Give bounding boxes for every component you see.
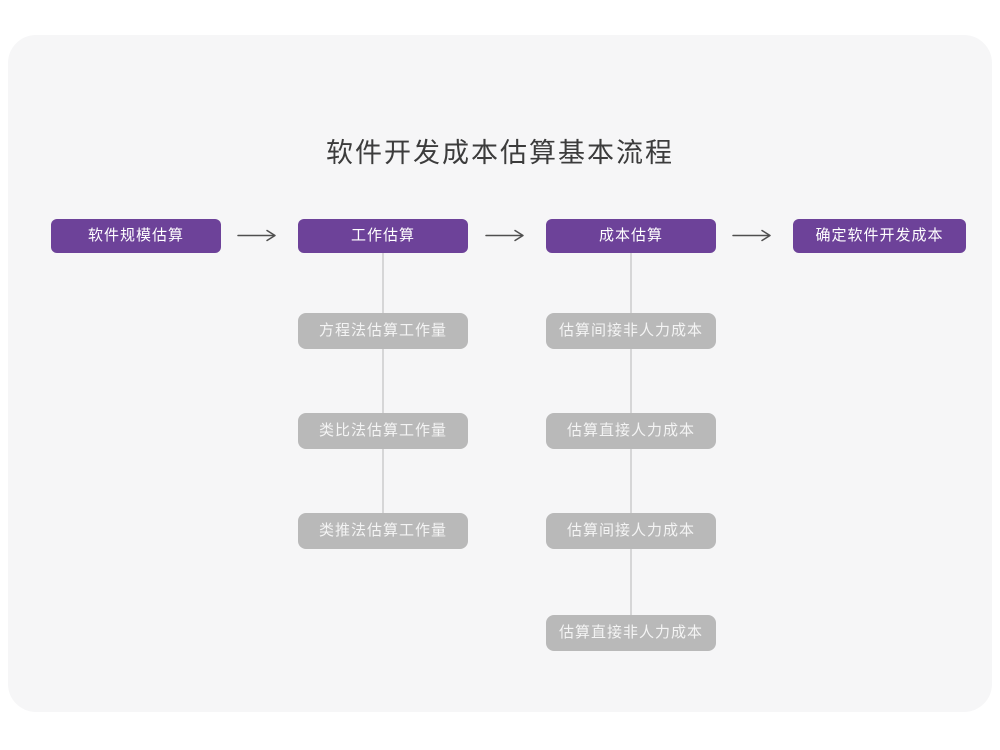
cost-box-direct-nonlabor: 估算直接非人力成本 <box>546 615 716 651</box>
connector-line-work-estimation <box>382 253 384 531</box>
method-box-extrapolation: 类推法估算工作量 <box>298 513 468 549</box>
cost-box-indirect-labor: 估算间接人力成本 <box>546 513 716 549</box>
cost-box-indirect-nonlabor: 估算间接非人力成本 <box>546 313 716 349</box>
step-box-determine-development-cost: 确定软件开发成本 <box>793 219 966 253</box>
method-box-equation: 方程法估算工作量 <box>298 313 468 349</box>
right-arrow-icon <box>236 229 282 247</box>
flowchart-canvas: 软件开发成本估算基本流程 软件规模估算 工作估算 成本估算 <box>8 35 992 712</box>
method-box-analogy: 类比法估算工作量 <box>298 413 468 449</box>
diagram-title: 软件开发成本估算基本流程 <box>326 138 674 168</box>
step-box-work-estimation: 工作估算 <box>298 219 468 253</box>
right-arrow-icon <box>731 229 777 247</box>
step-box-software-scale-estimation: 软件规模估算 <box>51 219 221 253</box>
right-arrow-icon <box>484 229 530 247</box>
cost-box-direct-labor: 估算直接人力成本 <box>546 413 716 449</box>
step-box-cost-estimation: 成本估算 <box>546 219 716 253</box>
